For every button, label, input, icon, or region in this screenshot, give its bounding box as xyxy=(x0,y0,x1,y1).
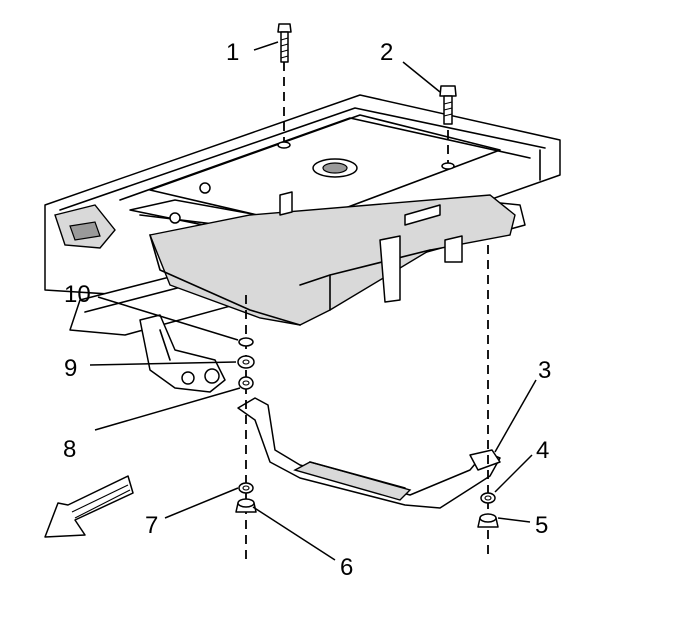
frame-hole-1 xyxy=(277,141,291,149)
frame-bracket xyxy=(139,314,226,393)
fastener-stack-left xyxy=(235,337,257,513)
fuel-tank-strap xyxy=(237,397,501,509)
callout-1: 1 xyxy=(226,39,239,66)
fastener-stack-right xyxy=(477,492,499,528)
callout-10: 10 xyxy=(64,281,91,308)
arrow-front-icon xyxy=(44,475,134,538)
callout-4: 4 xyxy=(536,437,549,464)
callout-3: 3 xyxy=(538,357,551,384)
callout-7: 7 xyxy=(145,512,158,539)
callout-9: 9 xyxy=(64,355,77,382)
callout-5: 5 xyxy=(535,512,548,539)
callout-labels: 1 2 3 4 5 6 7 8 9 10 xyxy=(63,39,551,581)
fuel-tank xyxy=(149,158,516,326)
callout-6: 6 xyxy=(340,554,353,581)
bolt-1 xyxy=(277,23,292,63)
callout-2: 2 xyxy=(380,39,393,66)
leader-lines xyxy=(89,41,537,561)
bolt-2 xyxy=(439,85,457,170)
callout-8: 8 xyxy=(63,436,76,463)
